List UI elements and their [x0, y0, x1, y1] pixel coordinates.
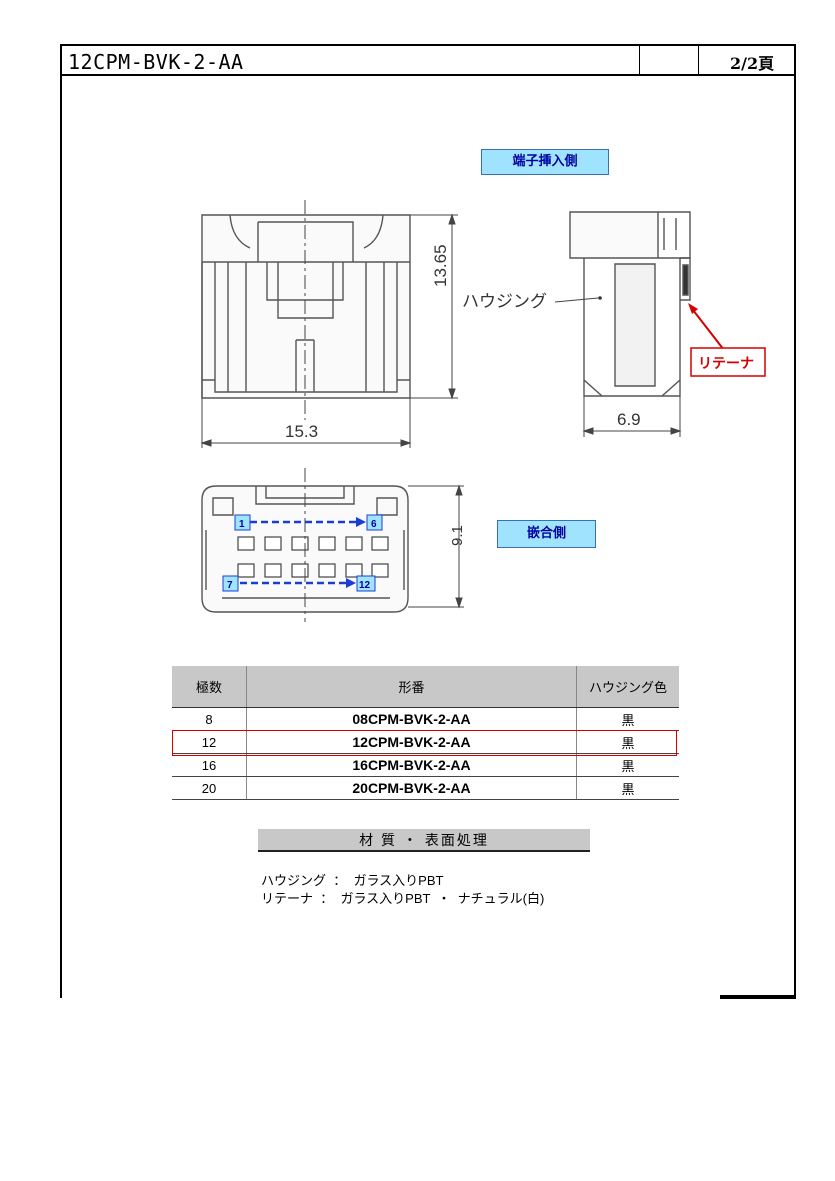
retainer-label-box — [690, 347, 766, 377]
color-cell: 黒 — [576, 707, 679, 731]
pin-row1-arrowhead — [356, 517, 366, 527]
page-number: 2/2頁 — [730, 54, 775, 73]
poles-cell: 16 — [172, 753, 247, 777]
retainer-arrow — [692, 309, 725, 351]
color-cell: 黒 — [576, 730, 679, 754]
materials-heading: 材 質 ・ 表面処理 — [258, 829, 590, 852]
table-row: 12 12CPM-BVK-2-AA 黒 — [172, 730, 679, 754]
frame-left-border — [60, 74, 62, 998]
material-housing-line: ハウジング ： ガラス入りPBT — [261, 873, 444, 888]
pin-row2-arrowhead — [346, 578, 356, 588]
part-table: 極数 形番 ハウジング色 8 08CPM-BVK-2-AA 黒 12 12CPM… — [172, 666, 679, 800]
material-retainer-line: リテーナ ： ガラス入りPBT ・ ナチュラル(白) — [261, 891, 545, 906]
header-housing-color: ハウジング色 — [576, 666, 679, 708]
title-blank-cell — [639, 46, 699, 74]
table-row: 16 16CPM-BVK-2-AA 黒 — [172, 753, 679, 777]
frame-right-border — [794, 74, 796, 998]
pin-cavities — [237, 536, 389, 578]
part-number-title: 12CPM-BVK-2-AA — [68, 50, 244, 74]
housing-label: ハウジング — [462, 292, 547, 311]
table-row: 20 20CPM-BVK-2-AA 黒 — [172, 776, 679, 800]
pin-7-label: 7 — [227, 580, 233, 591]
mating-dimensions — [408, 484, 464, 609]
part-number-cell: 12CPM-BVK-2-AA — [246, 730, 577, 754]
table-header-row: 極数 形番 ハウジング色 — [172, 666, 679, 708]
pin-labels: 1 6 7 12 — [222, 514, 383, 592]
side-dimensions — [582, 396, 682, 437]
poles-cell: 20 — [172, 776, 247, 800]
frame-bottom-border — [720, 995, 796, 999]
color-cell: 黒 — [576, 753, 679, 777]
pin-1-label: 1 — [239, 519, 245, 530]
dim-width-label: 15.3 — [285, 422, 318, 441]
header-poles: 極数 — [172, 666, 247, 708]
header-part-number: 形番 — [246, 666, 577, 708]
insertion-side-callout: 端子挿入側 — [481, 149, 609, 175]
side-view — [569, 211, 691, 397]
poles-cell: 12 — [172, 730, 247, 754]
front-view — [201, 214, 411, 399]
part-number-cell: 08CPM-BVK-2-AA — [246, 707, 577, 731]
retainer-arrowhead — [688, 303, 698, 314]
mating-side-callout: 嵌合側 — [497, 520, 596, 548]
part-number-cell: 16CPM-BVK-2-AA — [246, 753, 577, 777]
dim-height-label: 13.65 — [431, 244, 450, 287]
title-block: 12CPM-BVK-2-AA 2/2頁 — [60, 44, 796, 76]
table-row: 8 08CPM-BVK-2-AA 黒 — [172, 707, 679, 731]
dim-mating-height-label: 9.1 — [449, 525, 466, 546]
part-number-cell: 20CPM-BVK-2-AA — [246, 776, 577, 800]
poles-cell: 8 — [172, 707, 247, 731]
pin-12-label: 12 — [359, 580, 371, 591]
housing-leader-line — [554, 297, 599, 303]
connector-drawing: 13.65 15.3 6.9 ハウジング リテーナ — [200, 200, 766, 622]
pin-6-label: 6 — [371, 519, 377, 530]
housing-leader-dot — [598, 296, 602, 300]
color-cell: 黒 — [576, 776, 679, 800]
retainer-label: リテーナ — [698, 356, 754, 372]
front-dimensions — [200, 213, 458, 448]
dim-depth-label: 6.9 — [617, 410, 641, 429]
highlighted-row-frame — [172, 730, 677, 756]
